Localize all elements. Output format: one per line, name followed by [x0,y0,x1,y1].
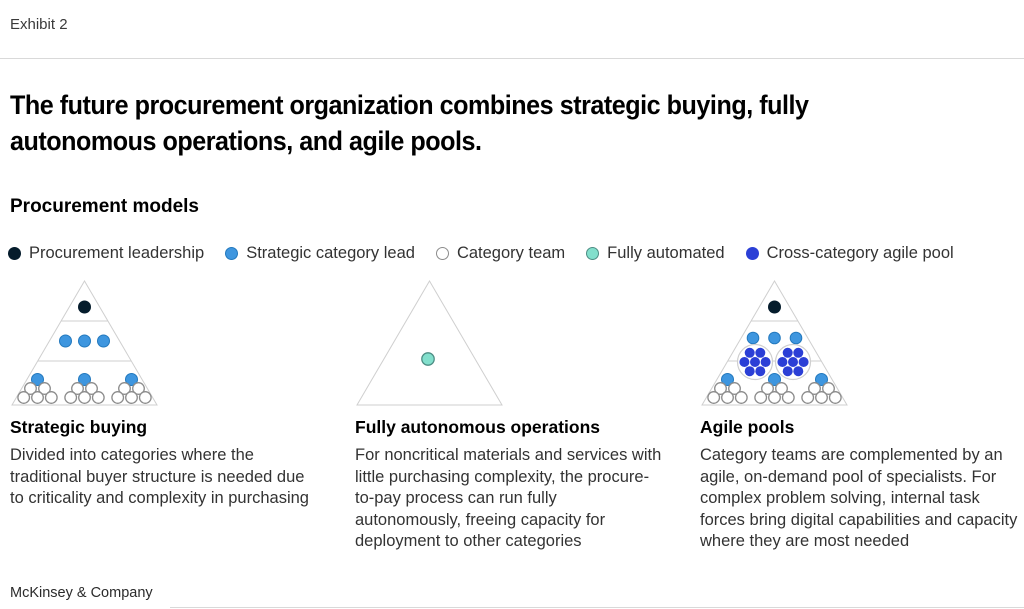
legend: Procurement leadership Strategic categor… [8,244,1024,263]
procurement-leadership-dot-icon [8,247,21,260]
model-strategic-buying: Strategic buying Divided into categories… [10,278,355,553]
strategic-buying-pyramid-diagram [11,280,158,406]
legend-label: Cross-category agile pool [766,244,954,262]
category-team-cluster-right [801,373,842,404]
model-name: Strategic buying [10,417,148,437]
exhibit-title: The future procurement organization comb… [10,87,996,159]
title-line-2: autonomous operations, and agile pools. [10,126,482,156]
legend-item-cross-category-agile-pool: Cross-category agile pool [745,244,954,263]
category-team-cluster-left [17,373,58,404]
strategic-lead-dot-row [746,331,803,345]
fully-automated-dot-icon [586,247,600,260]
model-description: For noncritical materials and services w… [355,446,662,550]
strategic-lead-dot-row [59,334,110,348]
category-team-cluster-middle [64,373,105,404]
strategic-category-lead-dot-icon [225,247,239,260]
legend-label: Procurement leadership [29,244,205,262]
agile-pool-circle-right [774,343,812,381]
legend-label: Strategic category lead [246,244,415,262]
fully-automated-dot [421,352,435,366]
leadership-dot [768,300,781,314]
category-team-cluster-middle [754,373,795,404]
legend-item-fully-automated: Fully automated [586,244,725,263]
agile-pool-circle-left [736,343,774,381]
bottom-divider [170,607,1024,608]
legend-label: Category team [456,244,566,262]
category-team-dot-icon [435,247,449,260]
exhibit-label: Exhibit 2 [10,16,68,33]
legend-item-category-team: Category team [435,244,566,263]
model-name: Agile pools [700,417,795,437]
model-description: Category teams are complemented by an ag… [700,446,1018,550]
model-name: Fully autonomous operations [355,417,601,437]
agile-pools-pyramid-diagram [701,280,848,406]
legend-item-procurement-leadership: Procurement leadership [8,244,204,263]
legend-label: Fully automated [607,244,725,262]
leadership-dot [78,300,91,314]
model-agile-pools: Agile pools Category teams are complemen… [700,278,1024,553]
legend-item-strategic-category-lead: Strategic category lead [225,244,415,263]
category-team-cluster-right [111,373,152,404]
models-row: Strategic buying Divided into categories… [10,278,1024,553]
section-heading: Procurement models [10,196,199,217]
title-line-1: The future procurement organization comb… [10,90,809,120]
fully-autonomous-triangle-diagram [356,280,503,406]
model-fully-autonomous-operations: Fully autonomous operations For noncriti… [355,278,700,553]
cross-category-agile-pool-dot-icon [745,247,759,260]
top-divider [0,58,1024,59]
model-description: Divided into categories where the tradit… [10,446,309,507]
category-team-cluster-left [707,373,748,404]
footer-brand: McKinsey & Company [10,585,153,601]
